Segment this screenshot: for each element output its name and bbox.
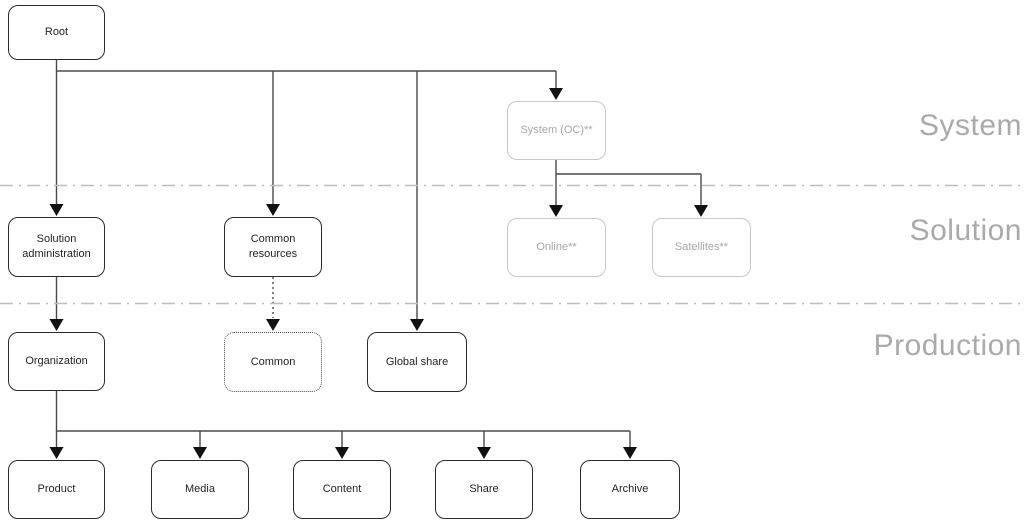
node-system-oc: System (OC)** [507, 101, 606, 160]
node-satellites: Satellites** [652, 218, 751, 277]
arrow-organization [49, 319, 64, 331]
arrow-system-oc [549, 88, 563, 100]
edge-organization-bus [55, 391, 630, 432]
arrow-content [335, 447, 349, 459]
node-global-share: Global share [367, 332, 467, 392]
node-system-oc-label: System (OC)** [520, 124, 593, 137]
node-media-label: Media [185, 483, 215, 496]
arrowheads [49, 88, 708, 459]
node-organization-label: Organization [25, 355, 88, 368]
arrow-solution-administration [49, 204, 64, 216]
node-media: Media [151, 460, 249, 519]
arrow-common-resources [266, 204, 280, 216]
zone-label-production: Production [873, 329, 1022, 362]
arrow-share [477, 447, 491, 459]
arrow-online [549, 205, 563, 217]
node-content-label: Content [322, 483, 362, 496]
node-common-resources: Common resources [224, 217, 322, 277]
node-common-label: Common [250, 355, 296, 368]
edge-root-bus [55, 60, 556, 72]
node-archive-label: Archive [611, 483, 649, 496]
arrow-media [193, 447, 207, 459]
node-share-label: Share [469, 483, 499, 496]
arrow-global-share [410, 319, 424, 331]
arrow-satellites [694, 205, 708, 217]
zone-label-solution: Solution [909, 214, 1022, 247]
node-archive: Archive [580, 460, 680, 519]
node-common-resources-label: Common resources [248, 233, 298, 260]
node-online: Online** [507, 218, 606, 277]
arrow-product [49, 447, 64, 459]
node-root: Root [8, 5, 105, 60]
node-organization: Organization [8, 332, 105, 391]
arrow-archive [623, 447, 637, 459]
edge-system-oc-bus [555, 160, 701, 175]
node-online-label: Online** [536, 241, 577, 254]
node-content: Content [293, 460, 391, 519]
node-solution-administration-label: Solution administration [22, 233, 91, 260]
node-global-share-label: Global share [385, 355, 449, 368]
node-product-label: Product [37, 483, 76, 496]
node-solution-administration: Solution administration [8, 217, 105, 277]
zone-label-system: System [918, 109, 1022, 142]
node-root-label: Root [44, 26, 69, 39]
node-share: Share [435, 460, 533, 519]
arrow-common [266, 319, 280, 331]
node-product: Product [8, 460, 105, 519]
node-common: Common [224, 332, 322, 392]
node-satellites-label: Satellites** [674, 241, 729, 254]
